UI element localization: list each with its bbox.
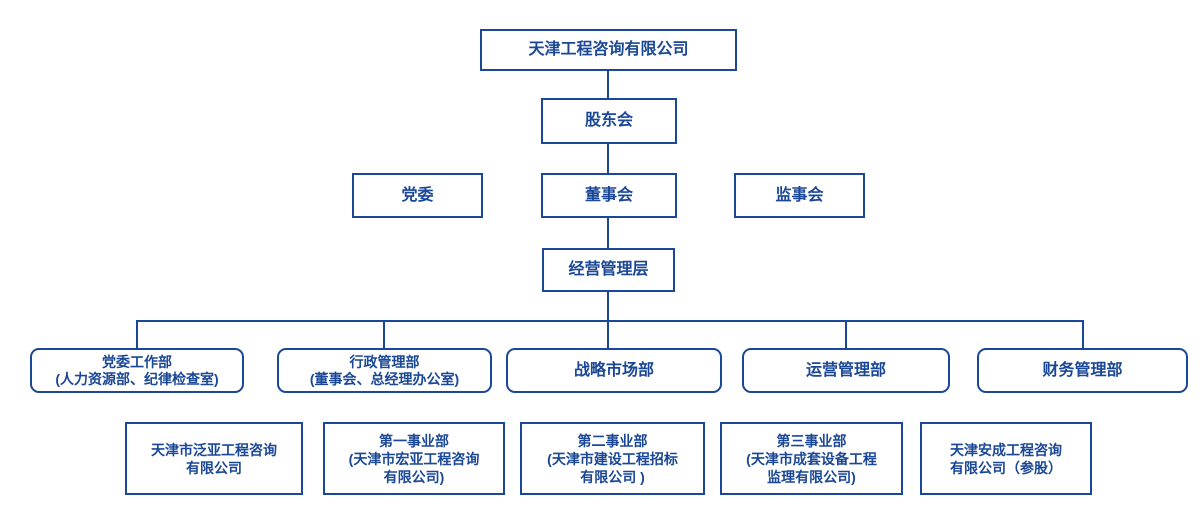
node-dept-finance: 财务管理部 — [977, 348, 1188, 393]
node-company-root: 天津工程咨询有限公司 — [480, 29, 737, 71]
connector-stub-dept-finance — [1082, 320, 1084, 348]
node-shareholders-meeting: 股东会 — [541, 98, 677, 144]
node-subsidiary-division2: 第二事业部 (天津市建设工程招标 有限公司 ) — [520, 422, 705, 495]
connector-board-management — [607, 218, 609, 248]
node-dept-party-work: 党委工作部 (人力资源部、纪律检查室) — [30, 348, 244, 393]
connector-stub-dept-operations — [845, 320, 847, 348]
node-board-of-directors: 董事会 — [541, 173, 677, 218]
node-dept-strategy-market: 战略市场部 — [506, 348, 722, 393]
node-subsidiary-ancheng: 天津安成工程咨询 有限公司（参股） — [920, 422, 1092, 495]
connector-stub-dept-admin — [383, 320, 385, 348]
node-subsidiary-fanya: 天津市泛亚工程咨询 有限公司 — [125, 422, 303, 495]
connector-shareholders-board — [607, 144, 609, 173]
connector-stub-dept-strategy — [607, 320, 609, 348]
connector-stub-dept-party-work — [136, 320, 138, 348]
connector-root-shareholders — [607, 71, 609, 98]
node-dept-operations: 运营管理部 — [742, 348, 950, 393]
node-dept-admin: 行政管理部 (董事会、总经理办公室) — [277, 348, 492, 393]
node-subsidiary-division1: 第一事业部 (天津市宏亚工程咨询 有限公司) — [323, 422, 505, 495]
node-supervisory-board: 监事会 — [734, 173, 865, 218]
connector-management-departments — [607, 292, 609, 320]
node-party-committee: 党委 — [352, 173, 483, 218]
node-management-level: 经营管理层 — [542, 248, 675, 292]
connector-departments-bus — [136, 320, 1084, 322]
node-subsidiary-division3: 第三事业部 (天津市成套设备工程 监理有限公司) — [720, 422, 903, 495]
